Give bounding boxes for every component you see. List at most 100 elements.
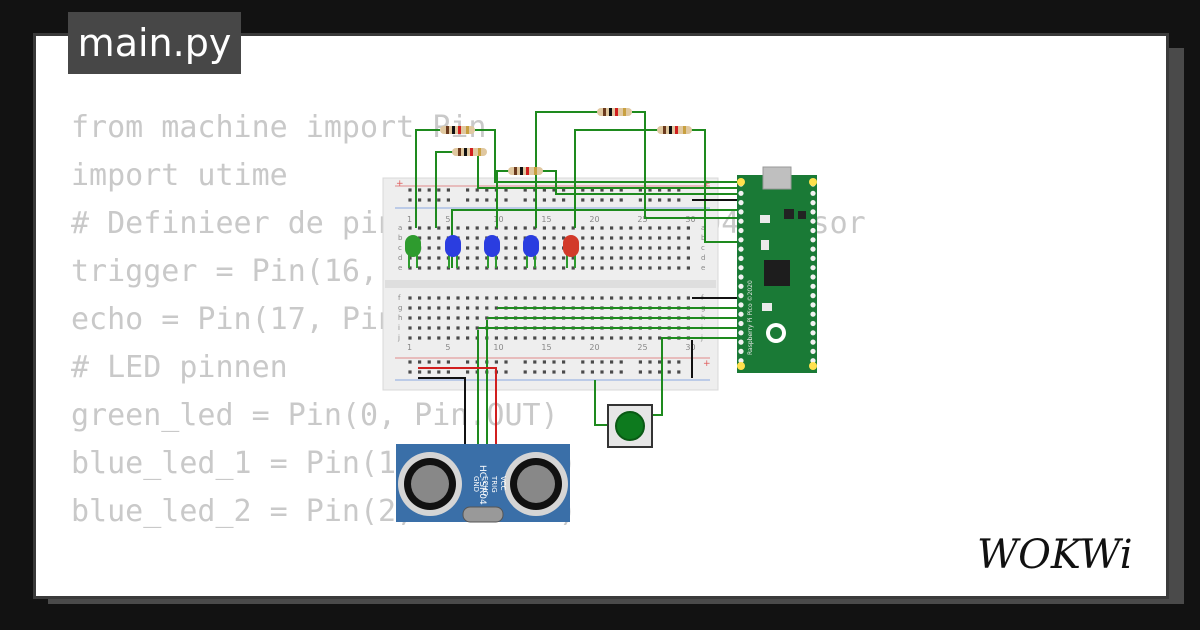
row-label: i	[398, 324, 400, 332]
pico-pin	[738, 348, 744, 354]
row-label: d	[701, 254, 705, 262]
pico-pin	[738, 283, 744, 289]
card-shadow-right	[1166, 48, 1184, 604]
pico-label: Raspberry Pi Pico ©2020	[747, 280, 754, 355]
code-line: green_led = Pin(0, Pin.OUT)	[71, 398, 559, 433]
row-label: e	[398, 264, 402, 272]
pico-pin	[738, 218, 744, 224]
hc-sr04-sensor: GND ECHO TRIG VCC HC-SR04	[396, 444, 570, 523]
column-number: 1	[407, 215, 412, 224]
column-number: 10	[493, 343, 503, 352]
pico-pin	[738, 274, 744, 280]
row-label: c	[701, 244, 705, 252]
row-label: d	[398, 254, 402, 262]
usb-connector-icon	[762, 166, 792, 190]
pico-pin	[810, 302, 816, 308]
resistor	[597, 108, 632, 116]
pico-pin	[810, 190, 816, 196]
pico-pin	[738, 190, 744, 196]
row-label: a	[701, 224, 705, 232]
pico-pin	[738, 302, 744, 308]
pico-pin	[810, 237, 816, 243]
pico-pin	[810, 255, 816, 261]
column-number: 15	[541, 343, 551, 352]
pico-pin	[738, 255, 744, 261]
pico-pins	[738, 181, 816, 364]
wokwi-logo: WOKWi	[977, 532, 1133, 576]
push-button-cap-icon	[615, 411, 645, 441]
green-wires	[415, 111, 737, 448]
row-label: c	[398, 244, 402, 252]
code-line: import utime	[71, 158, 288, 193]
resistors	[440, 108, 692, 175]
power-wire	[418, 367, 497, 448]
file-tab-label: main.py	[77, 21, 232, 65]
blue-led-icon	[523, 235, 539, 268]
pico-pin	[810, 209, 816, 215]
ground-wire	[418, 377, 466, 448]
sensor-pin-label-echo: ECHO	[481, 476, 489, 497]
push-button	[607, 404, 653, 448]
pico-pin	[810, 274, 816, 280]
green-led-icon	[405, 235, 421, 268]
sensor-pin-label-vcc: VCC	[499, 476, 507, 491]
rp2040-chip-icon	[764, 260, 790, 286]
resistor	[452, 148, 487, 156]
pico-pin	[810, 339, 816, 345]
raspberry-pi-pico: Raspberry Pi Pico ©2020	[737, 166, 817, 373]
pico-pin	[810, 200, 816, 206]
blue-led-icon	[484, 235, 500, 268]
pico-pin	[738, 293, 744, 299]
pico-pin	[810, 348, 816, 354]
pico-pin	[810, 218, 816, 224]
resistor	[508, 167, 543, 175]
column-number: 10	[493, 215, 503, 224]
pico-pin	[738, 320, 744, 327]
pico-pin	[810, 246, 816, 252]
svg-text:+: +	[703, 179, 711, 189]
file-tab[interactable]: main.py	[68, 12, 241, 74]
resistor	[440, 126, 475, 134]
red-led-icon	[563, 235, 579, 268]
row-label: f	[398, 294, 401, 302]
pico-pin	[738, 330, 744, 336]
column-number: 20	[589, 343, 599, 352]
pico-pin	[738, 246, 744, 252]
pico-pin	[810, 320, 816, 327]
wokwi-logo-text: WOKWi	[977, 532, 1133, 576]
row-label: b	[701, 234, 706, 242]
column-number: 5	[445, 343, 450, 352]
column-number: 20	[589, 215, 599, 224]
pico-pin	[738, 265, 744, 271]
column-number: 30	[685, 343, 695, 352]
pico-pin	[738, 209, 744, 215]
column-number: 5	[445, 215, 450, 224]
row-label: a	[398, 224, 402, 232]
column-number: 30	[685, 215, 695, 224]
row-label: j	[397, 334, 400, 342]
row-label: g	[398, 304, 402, 312]
svg-text:+: +	[703, 359, 711, 369]
column-number: 25	[637, 343, 647, 352]
column-number: 1	[407, 343, 412, 352]
row-label: h	[398, 314, 402, 322]
resistor	[657, 126, 692, 134]
pico-pin	[738, 339, 744, 345]
sensor-model-label: HC-SR04	[477, 465, 487, 505]
pico-pin	[810, 358, 816, 364]
pico-pin	[810, 265, 816, 271]
pico-pin	[738, 311, 744, 317]
code-line: # LED pinnen	[71, 350, 288, 385]
pico-pin	[810, 293, 816, 299]
pico-pin	[738, 227, 744, 234]
blue-led-icon	[445, 235, 461, 268]
column-number: 25	[637, 215, 647, 224]
pico-pin	[738, 358, 744, 364]
column-number: 15	[541, 215, 551, 224]
pico-pin	[738, 200, 744, 206]
sensor-pin-label-trig: TRIG	[490, 475, 498, 493]
pico-pin	[810, 283, 816, 289]
